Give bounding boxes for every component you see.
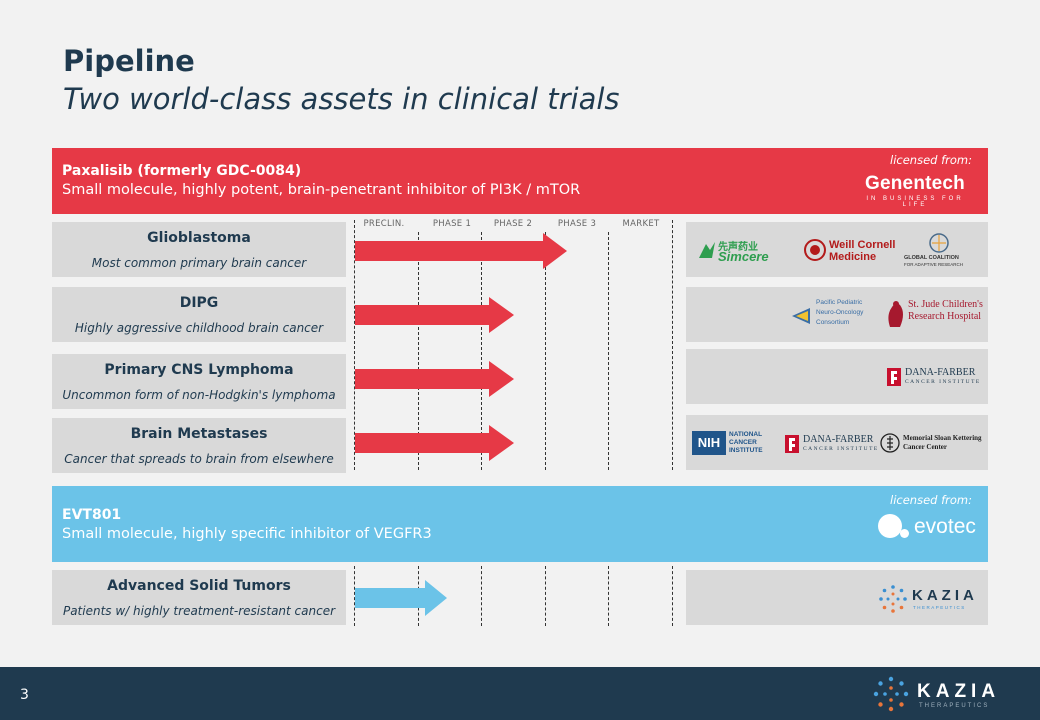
phase-divider <box>481 232 482 470</box>
msk-logo: Memorial Sloan Kettering Cancer Center <box>880 431 984 457</box>
st-jude-sub: Research Hospital <box>908 311 982 322</box>
indication-dipg: DIPG Highly aggressive childhood brain c… <box>52 287 346 342</box>
dana-farber-sub: CANCER INSTITUTE <box>905 379 981 385</box>
genentech-logo-text: Genentech <box>865 173 965 194</box>
asset-name: Paxalisib (formerly GDC-0084) <box>62 163 302 179</box>
indication-description: Patients w/ highly treatment-resistant c… <box>62 604 336 618</box>
asset-band-paxalisib: Paxalisib (formerly GDC-0084) Small mole… <box>52 148 988 214</box>
partner-logos-brain-metastases: NIH NATIONAL CANCER INSTITUTE DANA-FARBE… <box>686 415 988 470</box>
indication-cns-lymphoma: Primary CNS Lymphoma Uncommon form of no… <box>52 354 346 409</box>
indication-glioblastoma: Glioblastoma Most common primary brain c… <box>52 222 346 277</box>
phase-divider <box>608 566 609 626</box>
st-jude-logo: St. Jude Children's Research Hospital <box>884 295 983 335</box>
asset-name: EVT801 <box>62 507 122 523</box>
simcere-logo-en: Simcere <box>718 249 769 264</box>
phase-header-phase3: PHASE 3 <box>557 219 597 229</box>
kazia-partner-sub: THERAPEUTICS <box>913 605 966 610</box>
msk-text: Memorial Sloan Kettering <box>903 434 982 442</box>
kazia-partner-text: KAZIA <box>912 587 978 604</box>
global-coalition-logo: GLOBAL COALITION FOR ADAPTIVE RESEARCH <box>900 232 984 270</box>
nih-text: NIH <box>692 431 726 455</box>
asset-description: Small molecule, highly potent, brain-pen… <box>62 182 581 198</box>
kazia-footer-text: KAZIA <box>917 681 1001 702</box>
licensed-from-label: licensed from: <box>890 493 972 507</box>
phase-header-preclin: PRECLIN. <box>363 219 405 229</box>
pacific-pediatric-line1: Pacific Pediatric <box>816 299 863 306</box>
footer-bar: 3 KAZIA THERAPEUTICS <box>0 667 1040 720</box>
phase-divider <box>672 220 673 470</box>
simcere-logo-cn: 先声药业 <box>718 242 758 253</box>
partner-logos-glioblastoma: 先声药业 Simcere Weill Cornell Medicine GLOB… <box>686 222 988 277</box>
asset-band-evt801: EVT801 Small molecule, highly specific i… <box>52 486 988 562</box>
progress-arrow-brain-metastases <box>355 425 514 461</box>
nih-nci-logo: NIH NATIONAL CANCER INSTITUTE <box>692 431 774 457</box>
indication-name: Advanced Solid Tumors <box>107 578 291 594</box>
kazia-partner-logo: KAZIA THERAPEUTICS <box>878 584 978 614</box>
progress-arrow-dipg <box>355 297 514 333</box>
simcere-logo: 先声药业 Simcere <box>696 240 776 264</box>
msk-sub: Cancer Center <box>903 443 947 451</box>
evotec-logo-text: evotec <box>914 515 976 538</box>
phase-divider <box>354 566 355 626</box>
page-number: 3 <box>20 687 29 703</box>
genentech-logo-tagline: IN BUSINESS FOR LIFE <box>866 196 964 208</box>
weill-cornell-logo: Weill Cornell Medicine <box>804 236 895 264</box>
indication-name: Glioblastoma <box>147 230 251 246</box>
progress-arrow-glioblastoma <box>355 233 567 269</box>
page-subtitle: Two world-class assets in clinical trial… <box>63 82 620 116</box>
evotec-dot-small-icon <box>900 529 909 538</box>
kazia-footer-tagline: THERAPEUTICS <box>919 703 990 709</box>
indication-brain-metastases: Brain Metastases Cancer that spreads to … <box>52 418 346 473</box>
indication-name: DIPG <box>179 295 219 311</box>
phase-divider <box>545 566 546 626</box>
indication-name: Brain Metastases <box>130 426 268 442</box>
dana-farber-text: DANA-FARBER <box>803 434 874 445</box>
dana-farber-logo: DANA-FARBER CANCER INSTITUTE <box>886 365 981 389</box>
pacific-pediatric-line3: Consortium <box>816 319 850 326</box>
evotec-dot-icon <box>878 514 902 538</box>
licensed-from-label: licensed from: <box>890 153 972 167</box>
phase-divider <box>545 232 546 470</box>
weill-cornell-sub: Medicine <box>829 251 877 263</box>
dana-farber-logo: DANA-FARBER CANCER INSTITUTE <box>784 432 877 456</box>
kazia-footer-logo: KAZIA THERAPEUTICS <box>872 675 1012 713</box>
indication-description: Cancer that spreads to brain from elsewh… <box>64 452 334 466</box>
partner-logos-advanced-solid-tumors: KAZIA THERAPEUTICS <box>686 570 988 625</box>
asset-description: Small molecule, highly specific inhibito… <box>62 526 432 542</box>
st-jude-text: St. Jude Children's <box>908 299 983 310</box>
progress-arrow-advanced-solid-tumors <box>355 580 447 616</box>
phase-header-phase1: PHASE 1 <box>432 219 472 229</box>
progress-arrow-cns-lymphoma <box>355 361 514 397</box>
pacific-pediatric-logo: Pacific Pediatric Neuro-Oncology Consort… <box>790 299 880 333</box>
indication-name: Primary CNS Lymphoma <box>104 362 294 378</box>
indication-description: Highly aggressive childhood brain cancer <box>74 321 324 335</box>
weill-cornell-text: Weill Cornell <box>829 239 896 251</box>
dana-farber-text: DANA-FARBER <box>905 367 976 378</box>
phase-divider <box>672 566 673 626</box>
phase-divider <box>481 566 482 626</box>
partner-logos-dipg: Pacific Pediatric Neuro-Oncology Consort… <box>686 287 988 342</box>
phase-header-phase2: PHASE 2 <box>493 219 533 229</box>
nci-text: NATIONAL CANCER INSTITUTE <box>729 431 763 454</box>
kazia-dots-icon <box>879 585 907 613</box>
global-coalition-text: GLOBAL COALITION <box>904 255 959 261</box>
global-coalition-sub: FOR ADAPTIVE RESEARCH <box>904 262 964 267</box>
dana-farber-sub: CANCER INSTITUTE <box>803 446 879 452</box>
phase-divider <box>608 232 609 470</box>
evotec-logo: evotec <box>872 512 976 544</box>
pacific-pediatric-line2: Neuro-Oncology <box>816 309 864 316</box>
page-title: Pipeline <box>63 44 195 78</box>
indication-description: Most common primary brain cancer <box>91 256 307 270</box>
partner-logos-cns-lymphoma: DANA-FARBER CANCER INSTITUTE <box>686 349 988 404</box>
indication-advanced-solid-tumors: Advanced Solid Tumors Patients w/ highly… <box>52 570 346 625</box>
genentech-logo: Genentech IN BUSINESS FOR LIFE <box>860 173 970 208</box>
indication-description: Uncommon form of non-Hodgkin's lymphoma <box>62 388 336 402</box>
phase-header-market: MARKET <box>622 219 660 229</box>
kazia-dots-icon <box>873 676 909 712</box>
phase-divider <box>418 232 419 470</box>
phase-divider <box>354 220 355 470</box>
